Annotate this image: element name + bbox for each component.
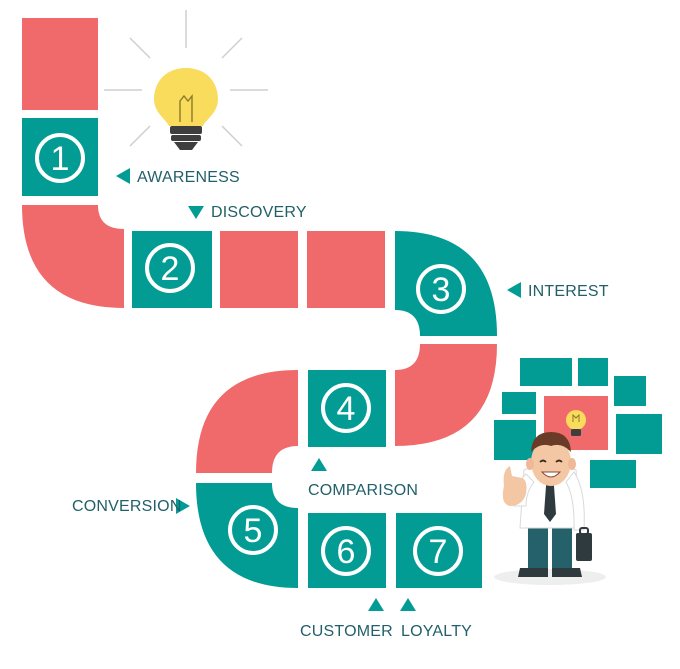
businessman-thumbs-up-icon xyxy=(494,432,606,585)
tile-5 xyxy=(196,483,298,588)
label-loyalty: LOYALTY xyxy=(401,623,472,640)
road xyxy=(22,18,497,588)
label-customer: CUSTOMER xyxy=(300,623,393,640)
label-discovery: DISCOVERY xyxy=(211,204,307,221)
tile-5-number: 5 xyxy=(244,512,263,550)
road-bend-2 xyxy=(395,344,497,446)
label-interest: INTEREST xyxy=(528,283,609,300)
tile-3-number: 3 xyxy=(432,271,451,309)
road-bend-3 xyxy=(196,370,298,473)
tile-2-number: 2 xyxy=(161,250,180,288)
tile-4-number: 4 xyxy=(337,390,356,428)
discovery-triangle-arrow-icon xyxy=(188,206,204,219)
road-tile-a xyxy=(220,231,298,308)
conversion-triangle-arrow-icon xyxy=(176,498,190,514)
stage-labels: AWARENESS DISCOVERY INTEREST COMPARISON … xyxy=(72,168,609,640)
tile-6-number: 6 xyxy=(337,533,356,571)
label-comparison: COMPARISON xyxy=(308,482,418,499)
road-bend-1 xyxy=(22,205,124,308)
idea-mosaic xyxy=(494,358,662,488)
label-awareness: AWARENESS xyxy=(137,169,240,186)
interest-triangle-arrow-icon xyxy=(507,282,521,298)
lightbulb-icon xyxy=(104,10,268,150)
label-conversion: CONVERSION xyxy=(72,498,182,515)
tile-4 xyxy=(308,370,386,447)
small-lightbulb-icon xyxy=(566,410,586,436)
tile-1-number: 1 xyxy=(51,140,70,178)
customer-triangle-arrow-icon xyxy=(368,598,384,611)
road-tile-top xyxy=(22,18,98,110)
awareness-triangle-arrow-icon xyxy=(116,168,130,184)
loyalty-triangle-arrow-icon xyxy=(400,598,416,611)
number-badges: 1 2 3 4 5 6 7 xyxy=(35,133,466,576)
road-tile-b xyxy=(307,231,385,308)
tile-7-number: 7 xyxy=(429,533,448,571)
comparison-triangle-arrow-icon xyxy=(311,458,327,471)
tile-3 xyxy=(395,231,497,336)
